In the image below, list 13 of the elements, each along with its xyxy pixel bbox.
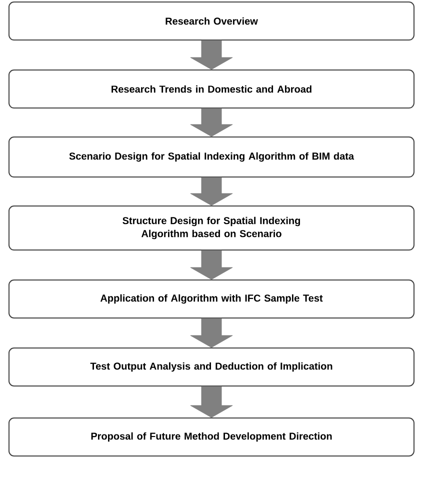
block-arrow xyxy=(190,40,233,70)
process-box: Proposal of Future Method Development Direction xyxy=(8,418,414,456)
process-box: Test Output Analysis and Deduction of Implication xyxy=(8,348,414,386)
process-box: Structure Design for Spatial Indexing Algorithm based on Scenario xyxy=(8,206,414,250)
block-arrow xyxy=(190,318,233,348)
process-box: Application of Algorithm with IFC Sample Test xyxy=(8,280,414,318)
block-arrow xyxy=(190,386,233,418)
process-box: Scenario Design for Spatial Indexing Algorithm of BIM data xyxy=(8,136,414,178)
block-arrow xyxy=(190,177,233,206)
process-box: Research Trends in Domestic and Abroad xyxy=(8,70,414,108)
block-arrow xyxy=(190,250,233,280)
block-arrow xyxy=(190,108,233,137)
process-box: Research Overview xyxy=(8,2,414,40)
